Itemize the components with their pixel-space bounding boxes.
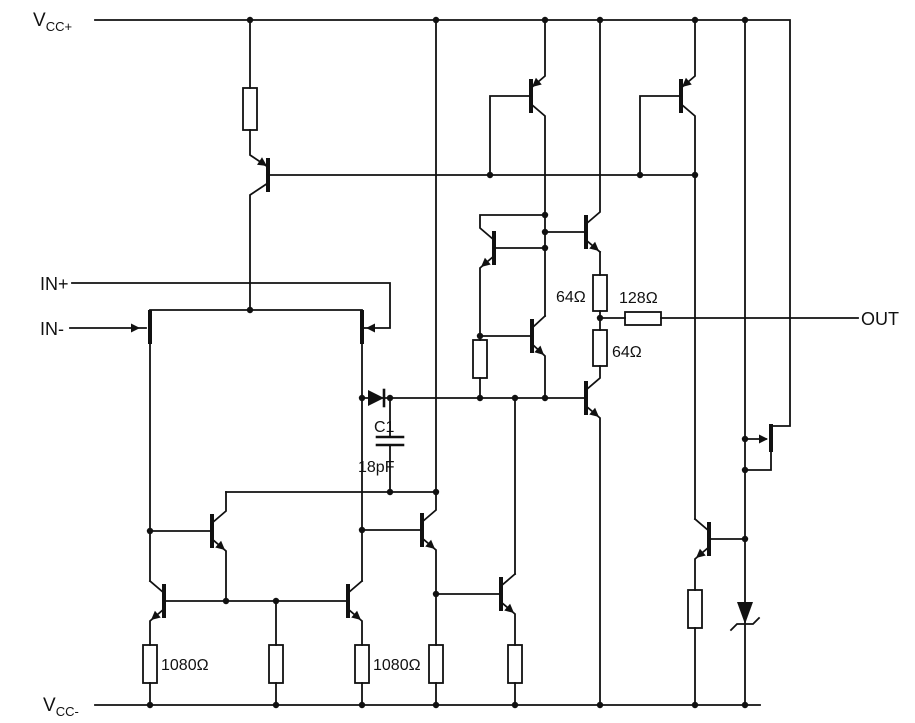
qp2-emitter-arrow [682, 77, 692, 87]
resistor-64-top [592, 274, 608, 312]
tail-current-source [242, 19, 696, 311]
junction-dots [146, 16, 749, 709]
in-minus-gate-arrow [131, 323, 140, 333]
q12-emitter-arrow [351, 610, 361, 620]
resistor-128-label: 128Ω [619, 290, 658, 307]
vcc-plus-label: VCC+ [33, 10, 72, 34]
resistor-top-left [242, 87, 258, 131]
resistor-bias [472, 339, 488, 379]
resistor-64-bottom [592, 329, 608, 367]
resistor-1080-left-label: 1080Ω [161, 657, 209, 674]
q6-emitter-arrow [481, 257, 491, 267]
zener-diode [737, 602, 753, 624]
resistor-right [687, 589, 703, 629]
jfet-right-gate-arrow [759, 434, 768, 444]
in-plus-label: IN+ [40, 274, 69, 294]
resistor-1080-right-label: 1080Ω [373, 657, 421, 674]
labels: VCC+ VCC- IN+ IN- OUT 64Ω 128Ω 64Ω C1 18… [33, 10, 899, 719]
cap-name-label: C1 [374, 419, 395, 436]
resistor-1080-left [142, 644, 158, 684]
q9-emitter-arrow [589, 407, 599, 417]
q8-emitter-arrow [534, 345, 544, 355]
bias-network [472, 19, 602, 399]
input-stage [69, 282, 391, 582]
q11-emitter-arrow [151, 610, 161, 620]
top-current-mirror [489, 19, 696, 520]
cap-value-label: 18pF [358, 459, 395, 476]
q7-emitter-arrow [589, 241, 599, 251]
power-rails [94, 19, 791, 706]
resistor-q14 [507, 644, 523, 684]
in-plus-wire [71, 282, 391, 329]
q13-emitter-arrow [425, 539, 435, 549]
q1-emitter-arrow [257, 157, 267, 166]
vcc-minus-label: VCC- [43, 695, 79, 719]
resistor-64-bottom-label: 64Ω [612, 344, 642, 361]
in-minus-label: IN- [40, 319, 64, 339]
qp1-emitter-arrow [532, 77, 542, 87]
output-stage [584, 251, 859, 706]
second-stage [225, 388, 587, 575]
q10-emitter-arrow [215, 540, 225, 550]
resistor-mid [268, 644, 284, 684]
out-label: OUT [861, 309, 899, 329]
q14-emitter-arrow [504, 603, 514, 613]
vcc-plus-rail [94, 19, 791, 427]
resistor-q13 [428, 644, 444, 684]
diode [368, 390, 384, 406]
right-side-bias [687, 19, 773, 706]
resistor-1080-right [354, 644, 370, 684]
in-plus-gate-arrow [366, 323, 375, 333]
bottom-current-mirrors [142, 19, 523, 706]
resistor-128 [624, 311, 662, 326]
resistor-64-top-label: 64Ω [556, 289, 586, 306]
q15-emitter-arrow [696, 548, 706, 558]
